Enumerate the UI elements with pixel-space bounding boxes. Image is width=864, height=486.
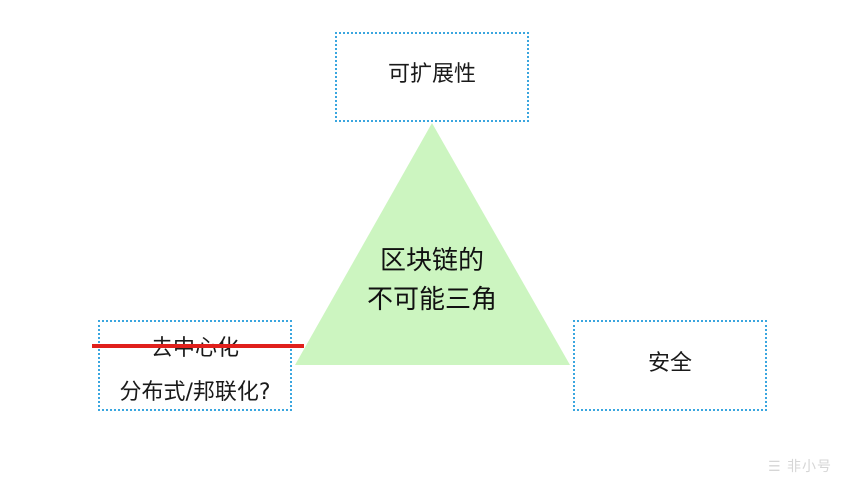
vertex-box-decentralization: 去中心化 分布式/邦联化?	[98, 320, 292, 411]
vertex-label-distributed-federated: 分布式/邦联化?	[119, 380, 271, 405]
vertex-label-decentralization-struck: 去中心化	[150, 336, 239, 361]
feixiaohao-logo-icon: ☰	[768, 459, 782, 475]
watermark: ☰ 非小号	[768, 456, 832, 476]
vertex-box-scalability: 可扩展性	[335, 32, 529, 122]
vertex-label-security: 安全	[647, 351, 692, 376]
vertex-label-scalability: 可扩展性	[387, 62, 476, 87]
strikethrough-line	[92, 344, 304, 348]
vertex-box-security: 安全	[573, 320, 767, 411]
triangle-title-line1: 区块链的	[379, 246, 484, 276]
watermark-text: 非小号	[787, 459, 833, 475]
triangle-title-line2: 不可能三角	[366, 285, 497, 315]
